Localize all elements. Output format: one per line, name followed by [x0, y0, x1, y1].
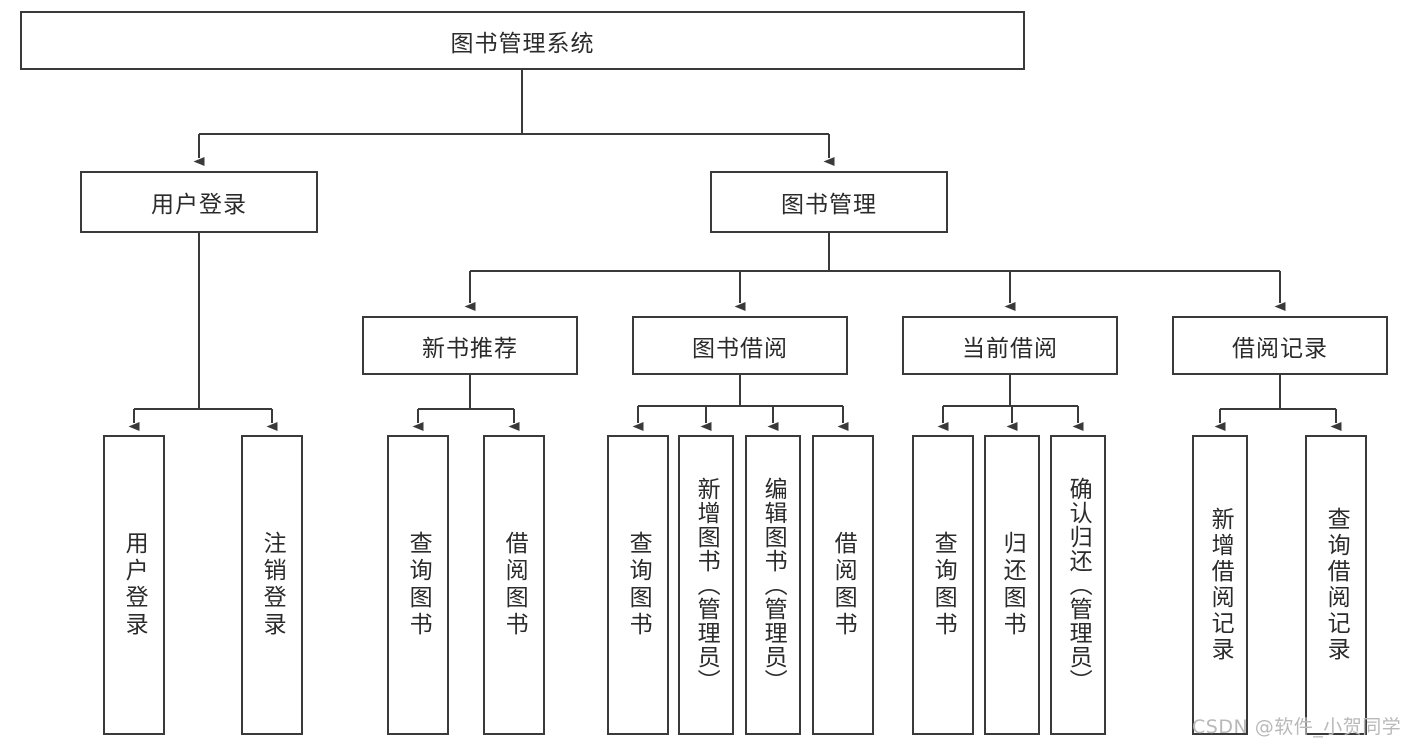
node-leaf-borrow-book-1[interactable]: 借阅图书 — [483, 435, 545, 735]
node-new-book-rec[interactable]: 新书推荐 — [362, 316, 578, 375]
node-leaf-user-login[interactable]: 用户登录 — [103, 435, 165, 735]
node-leaf-query-record[interactable]: 查询借阅记录 — [1305, 435, 1367, 735]
node-root-label: 图书管理系统 — [450, 30, 595, 57]
csdn-watermark: CSDN @软件_小贺同学 — [1192, 716, 1402, 738]
node-leaf-query-book-3[interactable]: 查询图书 — [912, 435, 974, 735]
node-leaf-query-book-1[interactable]: 查询图书 — [387, 435, 449, 735]
node-leaf-user-login-label: 用户登录 — [121, 531, 148, 639]
node-book-manage-label: 图书管理 — [781, 192, 877, 218]
node-leaf-query-book-2-label: 查询图书 — [625, 531, 652, 639]
node-leaf-confirm-return-label: 确认归还（管理员） — [1065, 477, 1092, 693]
edges-root-to-level2 — [193, 70, 835, 166]
node-borrow-record-label: 借阅记录 — [1232, 335, 1328, 362]
edges-borrowrecord-to-leaves — [1214, 375, 1342, 431]
node-leaf-add-record-label: 新增借阅记录 — [1207, 507, 1234, 663]
node-leaf-edit-book[interactable]: 编辑图书（管理员） — [745, 435, 801, 735]
node-current-borrow[interactable]: 当前借阅 — [902, 316, 1118, 375]
edges-bookborrow-to-leaves — [632, 375, 849, 431]
node-borrow-record[interactable]: 借阅记录 — [1172, 316, 1388, 375]
node-leaf-borrow-book-2-label: 借阅图书 — [830, 531, 857, 639]
node-leaf-add-book[interactable]: 新增图书（管理员） — [678, 435, 734, 735]
node-leaf-return-book[interactable]: 归还图书 — [984, 435, 1040, 735]
edges-bookmanage-to-level3 — [464, 233, 1286, 311]
node-leaf-add-book-label: 新增图书（管理员） — [693, 477, 720, 693]
node-user-login[interactable]: 用户登录 — [80, 171, 318, 233]
node-book-borrow[interactable]: 图书借阅 — [632, 316, 848, 375]
node-new-book-rec-label: 新书推荐 — [422, 335, 518, 362]
node-leaf-query-record-label: 查询借阅记录 — [1323, 507, 1350, 663]
edges-newbook-to-leaves — [412, 375, 520, 431]
node-user-login-label: 用户登录 — [151, 192, 247, 218]
node-book-manage[interactable]: 图书管理 — [710, 171, 948, 233]
node-leaf-query-book-3-label: 查询图书 — [930, 531, 957, 639]
node-root[interactable]: 图书管理系统 — [20, 11, 1025, 70]
node-leaf-logout-label: 注销登录 — [259, 531, 286, 639]
node-leaf-query-book-1-label: 查询图书 — [405, 531, 432, 639]
node-leaf-query-book-2[interactable]: 查询图书 — [607, 435, 669, 735]
node-leaf-confirm-return[interactable]: 确认归还（管理员） — [1050, 435, 1106, 735]
edges-currentborrow-to-leaves — [937, 375, 1084, 431]
node-leaf-borrow-book-1-label: 借阅图书 — [501, 531, 528, 639]
node-leaf-edit-book-label: 编辑图书（管理员） — [760, 477, 787, 693]
node-current-borrow-label: 当前借阅 — [962, 335, 1058, 362]
edges-userlogin-to-leaves — [128, 233, 278, 431]
node-leaf-add-record[interactable]: 新增借阅记录 — [1192, 435, 1248, 735]
node-book-borrow-label: 图书借阅 — [692, 335, 788, 362]
node-leaf-borrow-book-2[interactable]: 借阅图书 — [812, 435, 874, 735]
node-leaf-logout[interactable]: 注销登录 — [241, 435, 303, 735]
node-leaf-return-book-label: 归还图书 — [999, 531, 1026, 639]
